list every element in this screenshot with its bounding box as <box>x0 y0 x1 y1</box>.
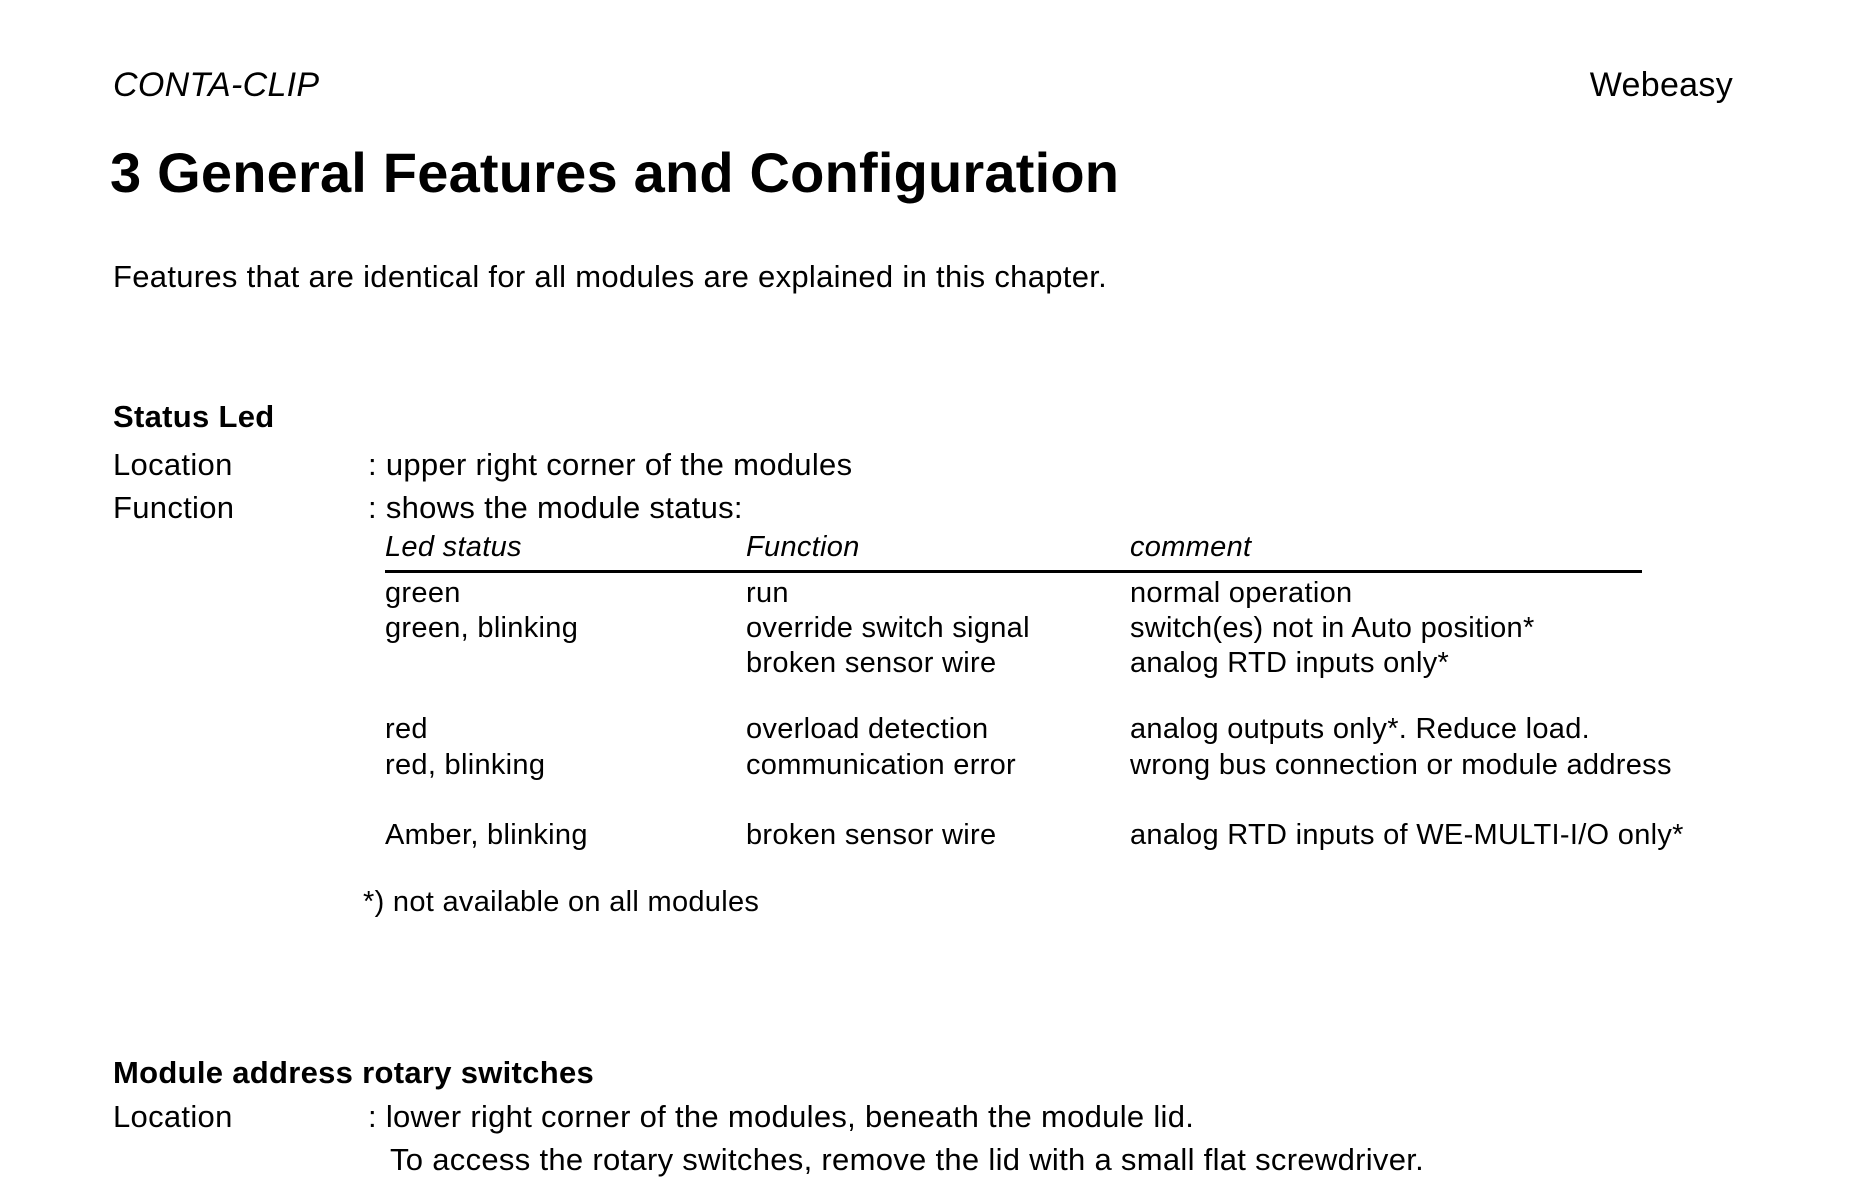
cell-comment: analog RTD inputs only* <box>1130 647 1450 679</box>
table-footnote: *) not available on all modules <box>363 886 760 918</box>
table-row: red, blinking communication error wrong … <box>385 749 1785 785</box>
table-row: green, blinking override switch signal s… <box>385 612 1785 648</box>
cell-comment: normal operation <box>1130 577 1353 609</box>
table-header-led-status: Led status <box>385 531 522 563</box>
field-row-function: Function : shows the module status: <box>113 490 1813 530</box>
field-label: Location <box>113 447 233 482</box>
table-header-function: Function <box>746 531 860 563</box>
page-title: 3 General Features and Configuration <box>110 141 1120 204</box>
table-row: green run normal operation <box>385 577 1785 613</box>
cell-function: communication error <box>746 749 1017 781</box>
field-row-location: Location : lower right corner of the mod… <box>113 1099 1813 1139</box>
cell-comment: analog outputs only*. Reduce load. <box>1130 713 1591 745</box>
product-name: Webeasy <box>1589 66 1733 104</box>
cell-comment: analog RTD inputs of WE-MULTI-I/O only* <box>1130 819 1684 851</box>
table-header-comment: comment <box>1130 531 1252 563</box>
table-row: Amber, blinking broken sensor wire analo… <box>385 819 1785 855</box>
field-value: : upper right corner of the modules <box>368 447 853 482</box>
cell-comment: switch(es) not in Auto position* <box>1130 612 1535 644</box>
intro-paragraph: Features that are identical for all modu… <box>113 259 1108 294</box>
field-label: Location <box>113 1099 233 1134</box>
cell-function: broken sensor wire <box>746 647 997 679</box>
cell-function: run <box>746 577 789 609</box>
cell-led-status: green, blinking <box>385 612 579 644</box>
cell-function: broken sensor wire <box>746 819 997 851</box>
field-label: Function <box>113 490 235 525</box>
cell-led-status: Amber, blinking <box>385 819 588 851</box>
table-row: red overload detection analog outputs on… <box>385 713 1785 749</box>
field-value: : lower right corner of the modules, ben… <box>368 1099 1195 1134</box>
cell-function: overload detection <box>746 713 989 745</box>
section-heading-status-led: Status Led <box>113 399 275 434</box>
field-value: : shows the module status: <box>368 490 743 525</box>
field-value-continued: To access the rotary switches, remove th… <box>390 1142 1425 1177</box>
cell-led-status: green <box>385 577 461 609</box>
field-row-location: Location : upper right corner of the mod… <box>113 447 1813 487</box>
table-header-row: Led status Function comment <box>385 531 1685 569</box>
cell-comment: wrong bus connection or module address <box>1130 749 1672 781</box>
cell-function: override switch signal <box>746 612 1030 644</box>
cell-led-status: red, blinking <box>385 749 546 781</box>
cell-led-status: red <box>385 713 428 745</box>
section-heading-rotary-switches: Module address rotary switches <box>113 1055 595 1090</box>
table-header-underline <box>385 570 1642 573</box>
table-row: broken sensor wire analog RTD inputs onl… <box>385 647 1785 683</box>
brand-logo-text: CONTA-CLIP <box>113 66 320 104</box>
